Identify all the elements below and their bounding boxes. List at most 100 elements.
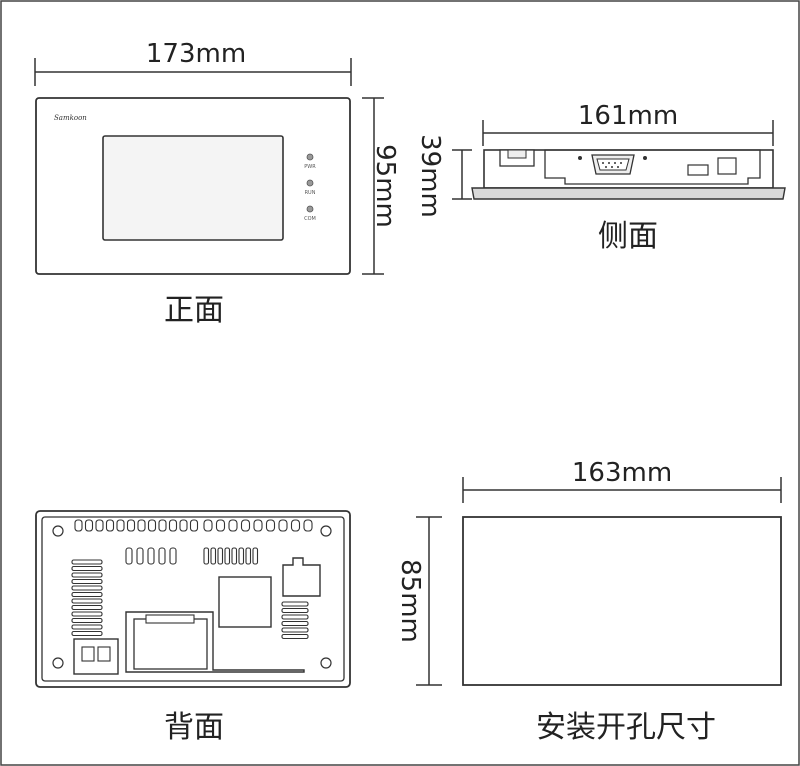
left-vent-stack [71, 559, 103, 637]
vent-slot [158, 547, 166, 565]
clip-slot [158, 519, 167, 532]
cutout-view: 163mm 85mm 安装开孔尺寸 [395, 458, 782, 745]
db9-connector-icon [578, 154, 647, 175]
clip-slot [74, 519, 83, 532]
vent-slot [125, 547, 133, 565]
screw-hole-icon [52, 525, 64, 537]
vent-slot [281, 627, 309, 633]
vent-slot [71, 572, 103, 578]
side-width-label: 161mm [578, 101, 678, 131]
led-indicator-icon [306, 153, 314, 161]
cutout-height-label: 85mm [395, 559, 425, 643]
power-port-icon [717, 157, 737, 175]
back-tab-cover [282, 557, 321, 597]
side-bezel [471, 187, 786, 200]
front-width-dimension: 173mm [34, 39, 352, 86]
screw-hole-icon [52, 657, 64, 669]
back-panel-inner [41, 516, 345, 682]
vent-slot [203, 547, 210, 565]
side-depth-label: 39mm [415, 134, 445, 218]
front-height-dimension: 95mm [362, 97, 400, 275]
vent-slot [71, 630, 103, 637]
vent-slot [71, 598, 103, 604]
front-view: 173mm Samkoon PWR RUN COM 95mm 正面 [34, 39, 400, 328]
led-label-pwr: PWR [304, 164, 316, 170]
clip-slot [84, 519, 94, 532]
front-height-label: 95mm [370, 144, 400, 228]
led-label-run: RUN [305, 190, 316, 196]
front-brand-logo: Samkoon [54, 114, 87, 122]
clip-slot [228, 519, 238, 532]
vent-slot [252, 547, 259, 565]
vent-slot [71, 559, 103, 565]
vent-slot [245, 547, 252, 565]
back-view: 背面 [35, 510, 351, 745]
cutout-height-dimension: 85mm [395, 516, 442, 686]
cutout-caption: 安装开孔尺寸 [536, 710, 716, 745]
clip-slot [116, 519, 125, 532]
side-caption: 侧面 [598, 219, 658, 254]
front-caption: 正面 [164, 293, 224, 328]
vent-slot [238, 547, 245, 565]
clip-slot [105, 519, 115, 532]
vent-slot [71, 624, 103, 630]
clip-slot [168, 519, 178, 532]
led-indicator-icon [306, 205, 314, 213]
cutout-rectangle [462, 516, 782, 686]
led-label-com: COM [304, 216, 316, 222]
usb-port-icon [687, 164, 709, 176]
clip-slot [240, 519, 251, 532]
right-vent-stack [281, 601, 309, 640]
vent-slot [71, 617, 103, 624]
vent-slot [147, 547, 155, 565]
front-screen [102, 135, 284, 241]
clip-slot [203, 519, 213, 532]
vent-slot [231, 547, 238, 565]
screw-hole-icon [320, 525, 332, 537]
side-depth-dimension: 39mm [415, 134, 472, 218]
vent-slot [71, 585, 103, 591]
vent-slot [169, 547, 177, 565]
vent-slot [210, 547, 217, 565]
front-width-label: 173mm [146, 39, 246, 69]
screw-hole-icon [320, 657, 332, 669]
clip-slot [215, 519, 226, 532]
vent-slot [136, 547, 144, 565]
led-indicator-icon [306, 179, 314, 187]
power-terminal-icon [73, 638, 119, 675]
vent-slot [71, 591, 103, 598]
vent-slot [217, 547, 224, 565]
clip-slot [137, 519, 146, 532]
center-vent-row [125, 547, 259, 565]
back-label-area [218, 576, 272, 628]
back-comm-port [133, 618, 208, 670]
clip-slot [303, 519, 313, 532]
back-caption: 背面 [164, 710, 224, 745]
side-width-dimension: 161mm [482, 101, 774, 146]
vent-slot [224, 547, 231, 565]
clip-slot [290, 519, 301, 532]
clip-slot [278, 519, 288, 532]
clip-slot [179, 519, 188, 532]
cutout-width-label: 163mm [572, 458, 672, 488]
clip-slot [253, 519, 263, 532]
front-leds: PWR RUN COM [304, 153, 316, 222]
clip-slot [147, 519, 157, 532]
clip-slot [189, 519, 199, 532]
clip-slot [95, 519, 104, 532]
side-view: 161mm 39m [415, 101, 786, 254]
clip-slot [126, 519, 136, 532]
vent-slot [281, 614, 309, 620]
vent-slot [71, 578, 103, 585]
vent-slot [281, 620, 309, 627]
vent-slot [281, 601, 309, 607]
vent-slot [71, 611, 103, 617]
vent-slot [281, 607, 309, 614]
vent-slot [71, 565, 103, 572]
vent-slot [281, 633, 309, 640]
cutout-width-dimension: 163mm [462, 458, 782, 503]
top-clip-row [74, 519, 313, 532]
